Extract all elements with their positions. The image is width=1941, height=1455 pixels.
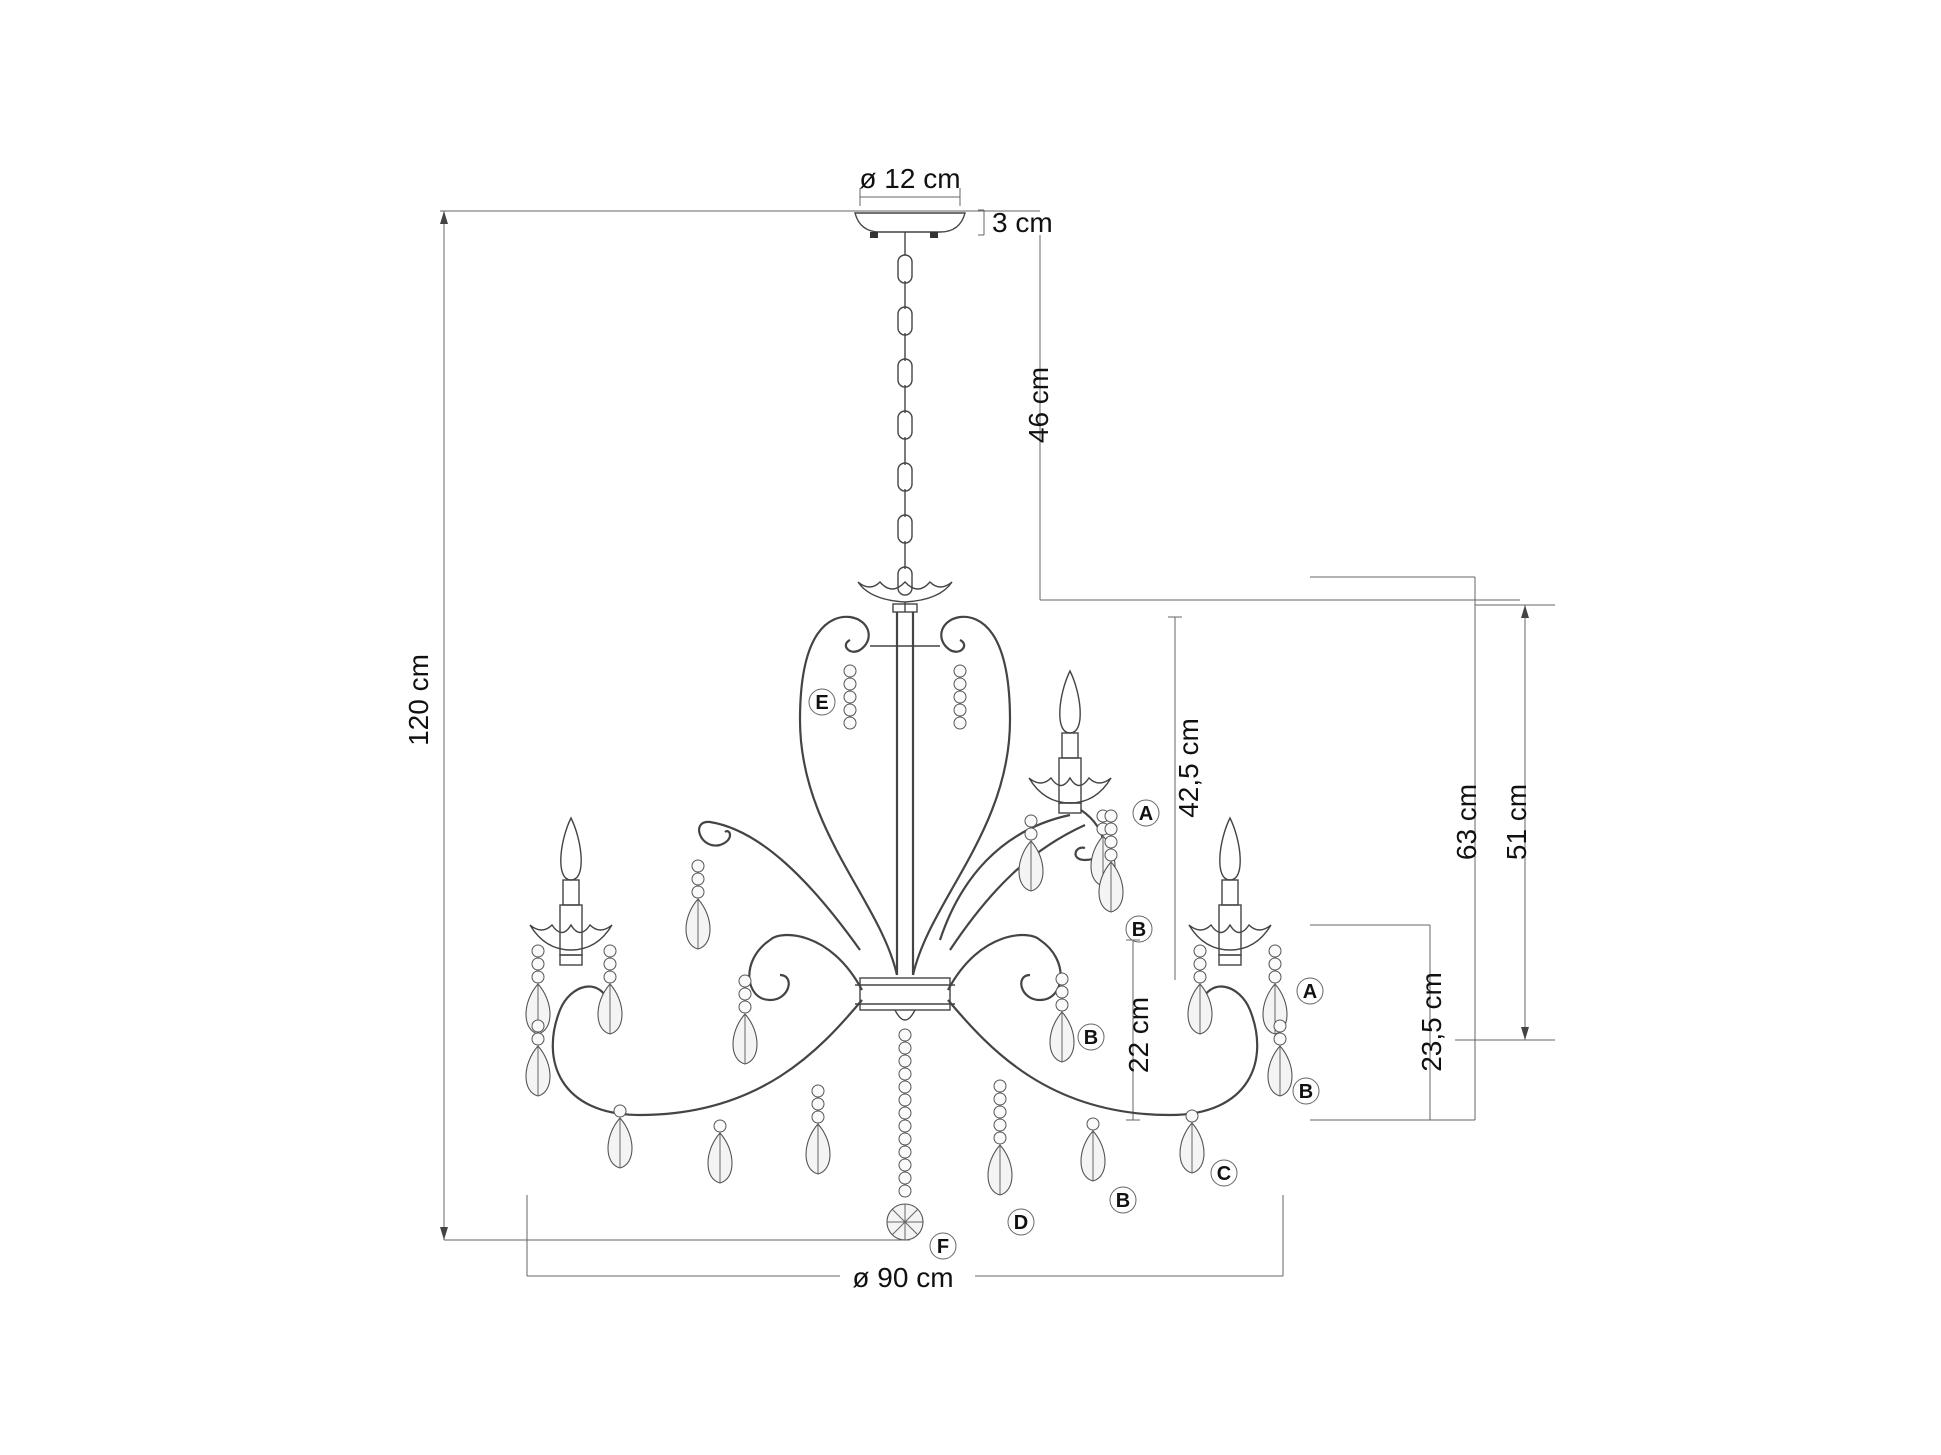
dimension-lines <box>440 188 1555 1277</box>
suspension-chain <box>897 254 913 596</box>
frame-lower-label: 22 cm <box>1123 997 1154 1073</box>
chain-length-label: 46 cm <box>1023 367 1054 443</box>
arms-height-label: 51 cm <box>1501 784 1532 860</box>
part-label-c: C <box>1210 1159 1238 1187</box>
svg-text:A: A <box>1139 803 1153 825</box>
frame-upper-label: 42,5 cm <box>1173 718 1204 818</box>
arm-drop-label: 23,5 cm <box>1416 972 1447 1072</box>
part-label-b-4: B <box>1109 1186 1137 1214</box>
svg-text:B: B <box>1299 1081 1313 1103</box>
svg-text:A: A <box>1303 981 1317 1003</box>
total-height-label: 120 cm <box>403 654 434 746</box>
canopy-height-label: 3 cm <box>992 207 1053 238</box>
part-label-a-2: A <box>1296 977 1324 1005</box>
candle-right <box>1188 816 1272 966</box>
chandelier-frame <box>551 612 1259 1117</box>
canopy-diameter-label: ø 12 cm <box>859 163 960 194</box>
part-label-a-1: A <box>1132 799 1160 827</box>
svg-text:D: D <box>1014 1212 1028 1234</box>
svg-text:B: B <box>1116 1190 1130 1212</box>
svg-text:B: B <box>1084 1027 1098 1049</box>
upper-cup <box>857 580 953 613</box>
svg-text:C: C <box>1217 1163 1231 1185</box>
total-diameter-label: ø 90 cm <box>852 1262 953 1293</box>
body-height-label: 63 cm <box>1451 784 1482 860</box>
crystal-strands <box>525 664 1293 1241</box>
candle-left <box>529 816 613 966</box>
svg-text:E: E <box>815 692 828 714</box>
svg-text:B: B <box>1132 919 1146 941</box>
part-label-f: F <box>929 1232 957 1260</box>
dimension-labels: ø 12 cm 3 cm 46 cm 120 cm 42,5 cm 22 cm … <box>403 163 1532 1293</box>
ceiling-canopy <box>854 212 966 255</box>
part-label-b-3: B <box>1292 1077 1320 1105</box>
part-label-d: D <box>1007 1208 1035 1236</box>
svg-text:F: F <box>937 1236 949 1258</box>
part-label-b-2: B <box>1077 1023 1105 1051</box>
part-label-b-1: B <box>1125 915 1153 943</box>
candle-center <box>1028 669 1112 814</box>
part-label-e: E <box>808 688 836 716</box>
